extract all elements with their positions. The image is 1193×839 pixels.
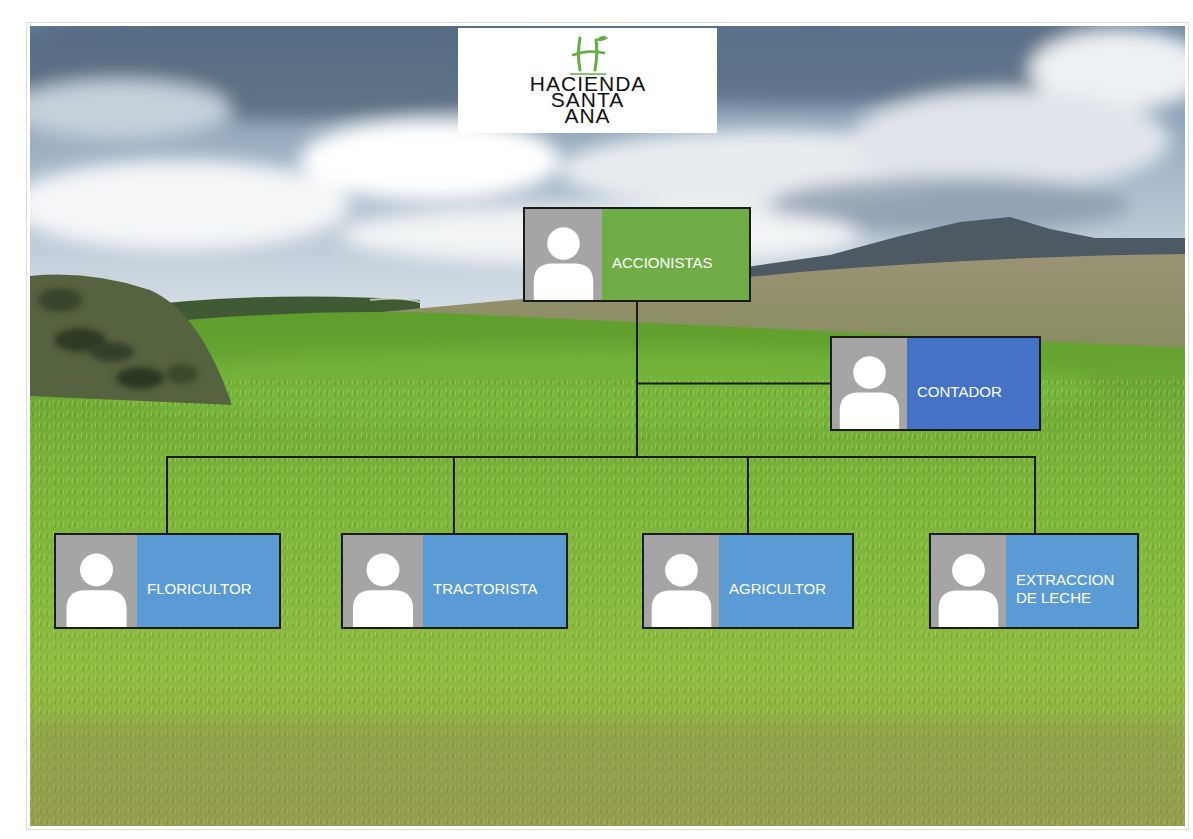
avatar-panel — [644, 535, 719, 627]
org-connector — [637, 302, 830, 384]
person-icon — [644, 535, 719, 627]
role-panel: AGRICULTOR — [719, 535, 852, 627]
role-label: FLORICULTOR — [147, 580, 251, 598]
org-box: TRACTORISTA — [341, 533, 568, 629]
role-panel: EXTRACCION DE LECHE — [1006, 535, 1137, 627]
org-box: EXTRACCION DE LECHE — [929, 533, 1139, 629]
org-box: FLORICULTOR — [54, 533, 281, 629]
org-box: ACCIONISTAS — [523, 207, 751, 302]
role-label: EXTRACCION DE LECHE — [1016, 571, 1129, 607]
person-icon — [931, 535, 1006, 627]
role-label: ACCIONISTAS — [612, 254, 713, 272]
role-label: TRACTORISTA — [433, 580, 537, 598]
person-icon — [525, 209, 602, 300]
avatar-panel — [525, 209, 602, 300]
logo-mark — [566, 32, 610, 76]
role-label: AGRICULTOR — [729, 580, 826, 598]
person-icon — [832, 338, 907, 429]
avatar-panel — [931, 535, 1006, 627]
person-icon — [343, 535, 423, 627]
role-panel: CONTADOR — [907, 338, 1039, 429]
landscape — [30, 26, 1185, 826]
org-box: CONTADOR — [830, 336, 1041, 431]
person-icon — [56, 535, 137, 627]
org-connector — [637, 302, 748, 533]
shrub-hill — [30, 275, 232, 405]
photo-mat — [27, 23, 1188, 829]
logo-box: HACIENDA SANTA ANA — [458, 28, 717, 133]
avatar-panel — [56, 535, 137, 627]
logo-title: HACIENDA SANTA ANA — [530, 76, 645, 126]
org-connector — [167, 302, 637, 533]
org-box: AGRICULTOR — [642, 533, 854, 629]
avatar-panel — [832, 338, 907, 429]
org-connector — [454, 302, 637, 533]
role-panel: FLORICULTOR — [137, 535, 279, 627]
shrubs — [38, 288, 198, 389]
road — [370, 298, 420, 302]
role-panel: ACCIONISTAS — [602, 209, 749, 300]
role-panel: TRACTORISTA — [423, 535, 566, 627]
avatar-panel — [343, 535, 423, 627]
grass-texture — [30, 380, 1185, 826]
role-label: CONTADOR — [917, 383, 1002, 401]
dry-ground — [30, 720, 1185, 826]
photo-frame — [26, 22, 1189, 830]
